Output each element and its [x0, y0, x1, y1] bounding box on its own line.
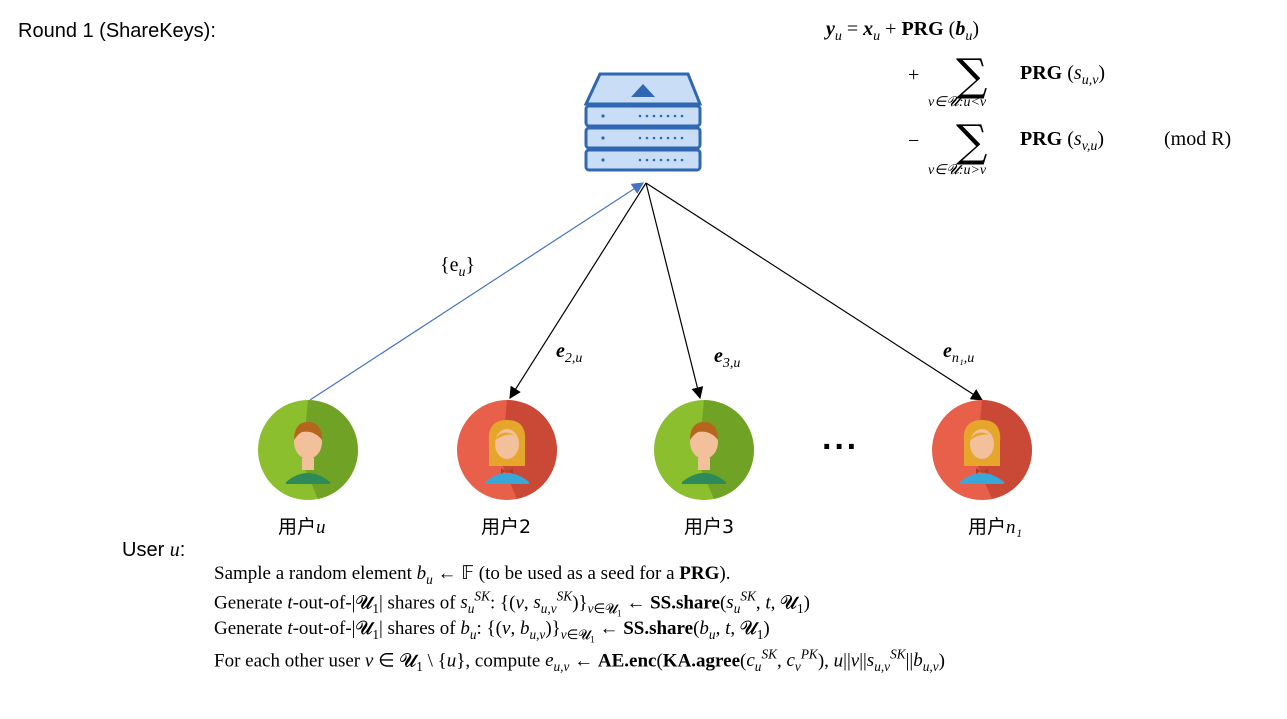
edge-label-3: e3,u: [714, 345, 741, 371]
user-avatar-n: [932, 400, 1032, 500]
round-title: Round 1 (ShareKeys):: [18, 20, 216, 42]
sum-subscript-1: v∈𝓤:u<v: [928, 95, 987, 110]
formula-line-3: PRG (sv,u): [1020, 128, 1105, 154]
server-icon: [583, 72, 703, 172]
user-avatar-2: [457, 400, 557, 500]
formula-mod: (mod R): [1164, 128, 1232, 150]
step-2: Generate t-out-of-|𝓤1| shares of suSK: {…: [214, 589, 810, 620]
upload-edge-label: {eu}: [440, 254, 476, 280]
formula-line-2-sign: +: [908, 64, 920, 86]
edge-label-2: e2,u: [556, 340, 583, 366]
step-1: Sample a random element bu ← 𝔽 (to be us…: [214, 563, 731, 587]
formula-line-3-sign: −: [908, 130, 920, 152]
step-3: Generate t-out-of-|𝓤1| shares of bu: {(v…: [214, 618, 770, 646]
user-section-title: User u:: [122, 539, 186, 561]
sum-symbol-2: ∑: [956, 116, 988, 167]
user-avatar-3: [654, 400, 754, 500]
edge-to-user-2: [509, 182, 647, 400]
user-label-2: 用户2: [481, 516, 532, 538]
user-avatar-u: [258, 400, 358, 500]
formula-line-2: PRG (su,v): [1020, 62, 1106, 88]
sum-symbol-1: ∑: [956, 50, 988, 101]
edge-label-n: en₁,u: [943, 340, 975, 366]
edge-to-user-3: [645, 182, 704, 400]
user-label-u: 用户u: [278, 516, 326, 538]
edge-to-user-n: [645, 182, 984, 401]
upload-edge: [309, 182, 645, 401]
user-label-3: 用户3: [684, 516, 735, 538]
user-label-n: 用户n₁: [968, 516, 1023, 538]
formula-line-1: yu = xu + PRG (bu): [826, 18, 980, 44]
users-ellipsis: ···: [822, 428, 859, 466]
step-4: For each other user v ∈ 𝓤1 \ {u}, comput…: [214, 647, 945, 675]
sum-subscript-2: v∈𝓤:u>v: [928, 163, 987, 178]
